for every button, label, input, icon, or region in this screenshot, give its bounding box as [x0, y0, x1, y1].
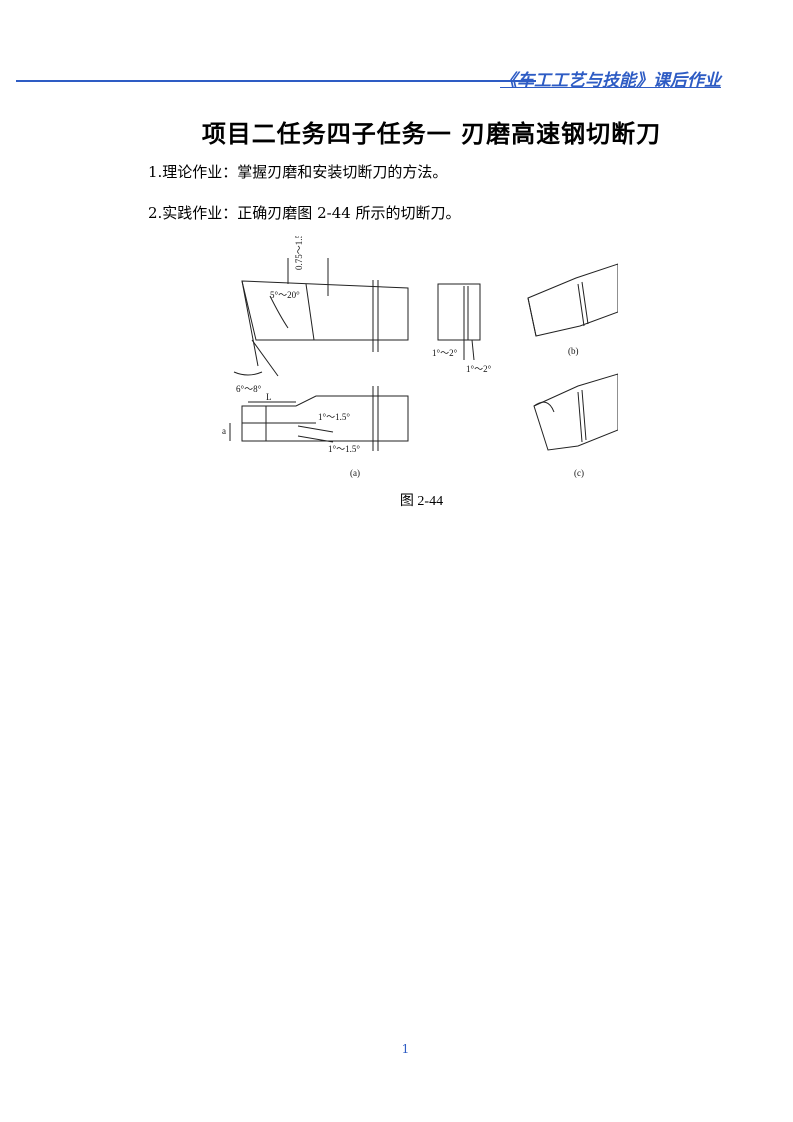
- figure-caption: 图 2-44: [399, 494, 444, 509]
- label-sub-a: (a): [350, 468, 360, 478]
- label-dim-a: a: [222, 426, 226, 436]
- label-angle-side-2: 1°～2°: [466, 364, 492, 374]
- practice-assignment: 2.实践作业：正确刃磨图 2-44 所示的切断刀。: [148, 204, 461, 222]
- page-number: 1: [401, 1042, 410, 1056]
- header-rule: [16, 80, 536, 82]
- label-dim-L: L: [266, 392, 272, 402]
- label-dim-top: 0.75～1.5: [294, 236, 304, 270]
- label-angle-sec-2: 1°～1.5°: [328, 444, 360, 454]
- label-sub-c: (c): [574, 468, 584, 478]
- tool-end-view: [437, 283, 481, 361]
- page-title: 项目二任务四子任务一 刃磨高速钢切断刀: [201, 120, 662, 148]
- theory-assignment: 1.理论作业：掌握刃磨和安装切断刀的方法。: [148, 163, 448, 181]
- tool-iso-sketch-b: [527, 263, 618, 337]
- label-angle-side-1: 1°～2°: [432, 348, 458, 358]
- cutoff-tool-figure: 0.75～1.5 5°～20° 6°～8° 1°～2° 1°～2° L a 1°…: [222, 236, 618, 478]
- header-course-title: 《车工工艺与技能》课后作业: [500, 71, 721, 91]
- label-angle-sec-1: 1°～1.5°: [318, 412, 350, 422]
- tool-iso-sketch-c: [533, 373, 618, 451]
- label-sub-b: (b): [568, 346, 579, 356]
- tool-top-view: [233, 258, 409, 377]
- label-angle-rake: 5°～20°: [270, 290, 300, 300]
- tool-plan-view: [229, 386, 409, 451]
- label-angle-clearance: 6°～8°: [236, 384, 262, 394]
